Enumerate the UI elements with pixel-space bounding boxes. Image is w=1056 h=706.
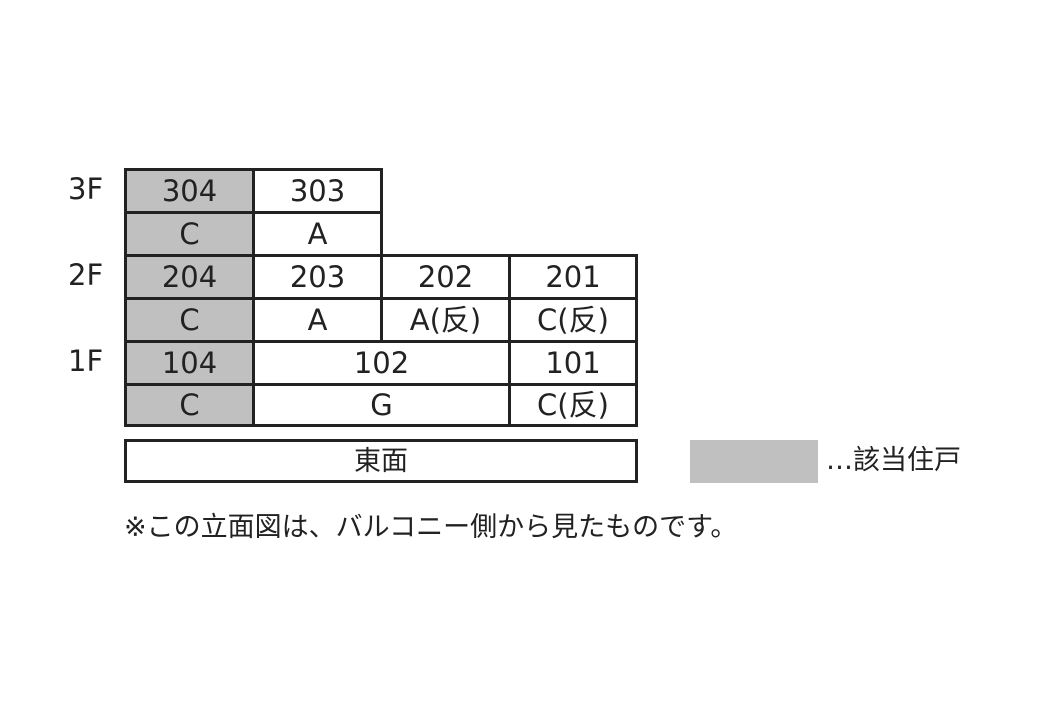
facade-label: 東面 [124,439,638,483]
unit-101-type: C(反) [508,383,638,427]
unit-202-number: 202 [380,254,511,300]
unit-102-number: 102 [252,340,511,386]
legend-swatch [690,440,818,483]
unit-202-type: A(反) [380,297,511,343]
unit-201-number: 201 [508,254,638,300]
unit-204-number: 204 [124,254,255,300]
unit-201-type: C(反) [508,297,638,343]
unit-303-number: 303 [252,168,383,214]
floor-label-2f: 2F [68,258,104,292]
unit-303-type: A [252,211,383,257]
unit-101-number: 101 [508,340,638,386]
unit-203-number: 203 [252,254,383,300]
unit-203-type: A [252,297,383,343]
unit-204-type: C [124,297,255,343]
unit-102-type: G [252,383,511,427]
floor-label-3f: 3F [68,172,104,206]
unit-104-number: 104 [124,340,255,386]
legend-label: …該当住戸 [826,445,961,476]
unit-304-number: 304 [124,168,255,214]
unit-104-type: C [124,383,255,427]
footnote: ※この立面図は、バルコニー側から見たものです。 [124,512,738,543]
unit-304-type: C [124,211,255,257]
floor-label-1f: 1F [68,344,104,378]
